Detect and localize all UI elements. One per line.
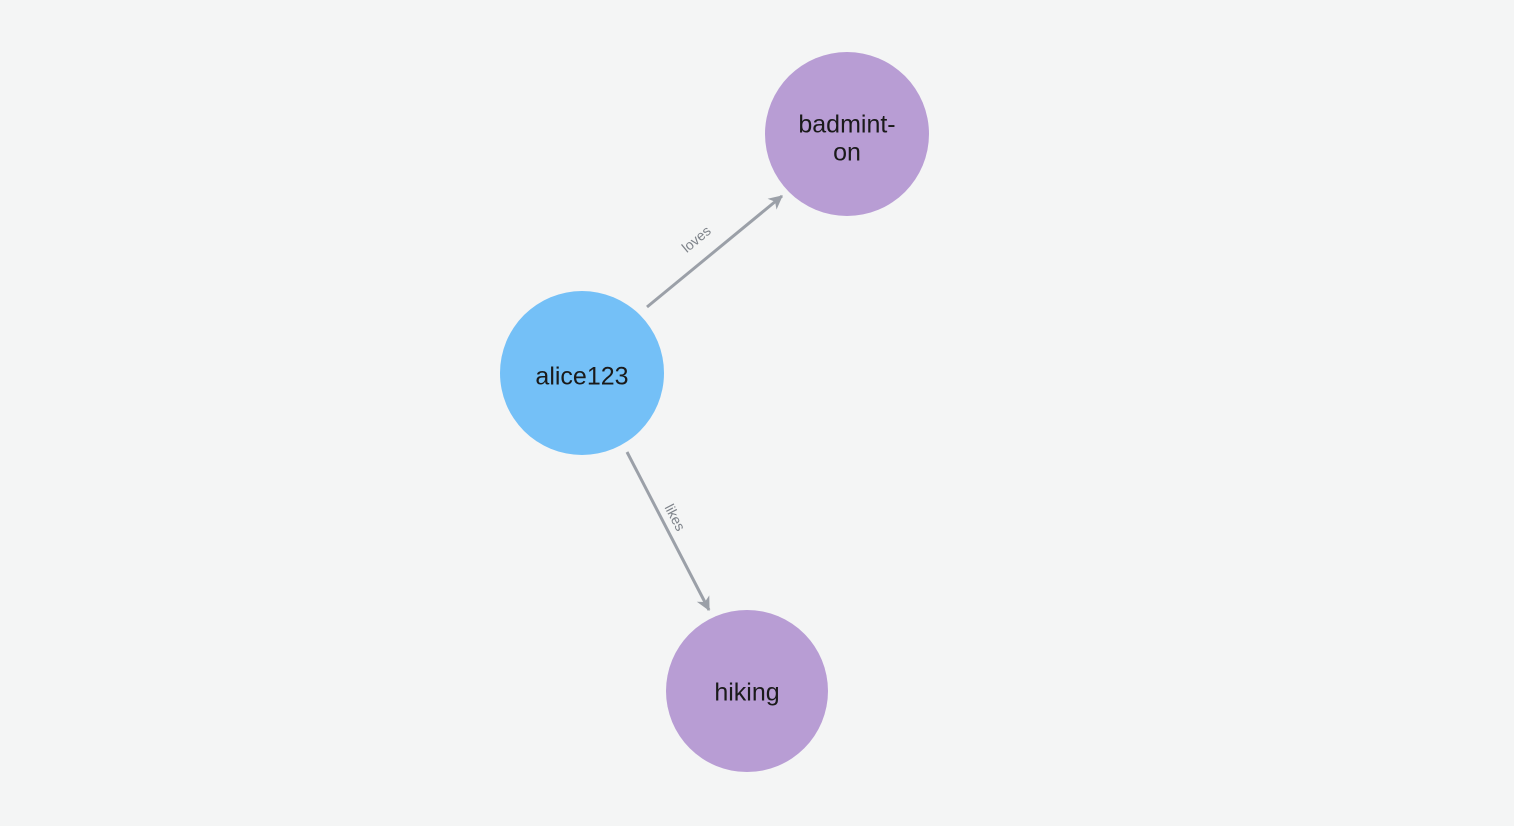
node-alice123[interactable]: alice123 (500, 291, 664, 455)
node-circle-alice123[interactable] (500, 291, 664, 455)
edge-alice123-likes-hiking[interactable]: likes (625, 451, 711, 612)
node-circle-hiking[interactable] (666, 610, 828, 772)
edge-alice123-loves-badminton[interactable]: loves (646, 194, 783, 309)
edge-line-likes[interactable] (625, 451, 711, 612)
node-group: badmint- on hiking alice123 (500, 52, 929, 772)
node-hiking[interactable]: hiking (666, 610, 828, 772)
node-badminton[interactable]: badmint- on (765, 52, 929, 216)
edge-line-loves[interactable] (646, 194, 783, 309)
edge-label-loves: loves (678, 222, 713, 255)
node-circle-badminton[interactable] (765, 52, 929, 216)
